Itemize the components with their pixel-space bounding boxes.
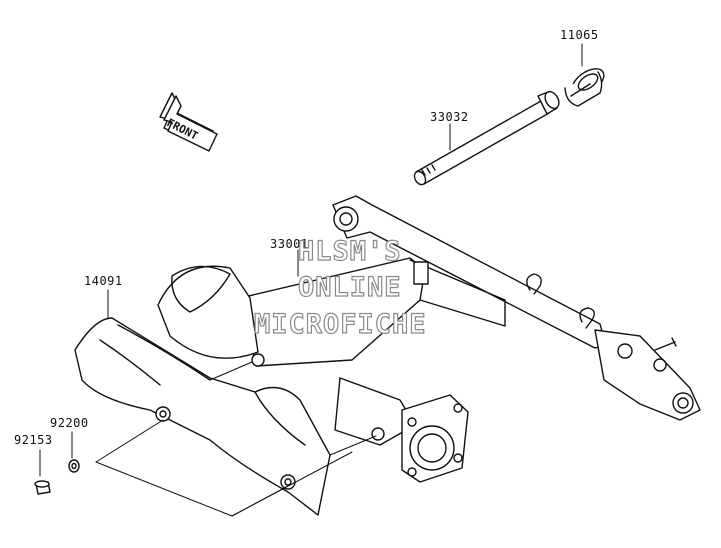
pivot-shaft-33032 (413, 90, 560, 186)
washer-92200 (68, 459, 80, 473)
bolt-92153 (34, 480, 51, 495)
guard-14091 (74, 317, 331, 516)
part-label-33001: 33001 (270, 237, 309, 251)
front-arrow-icon: FRONT (159, 92, 218, 152)
part-label-33032: 33032 (430, 110, 469, 124)
part-label-92200: 92200 (50, 416, 89, 430)
swingarm-33001 (157, 195, 701, 483)
part-label-11065: 11065 (560, 28, 599, 42)
part-label-14091: 14091 (84, 274, 123, 288)
bushing-11065 (564, 68, 605, 107)
leader-lines (39, 43, 583, 517)
part-label-92153: 92153 (14, 433, 53, 447)
